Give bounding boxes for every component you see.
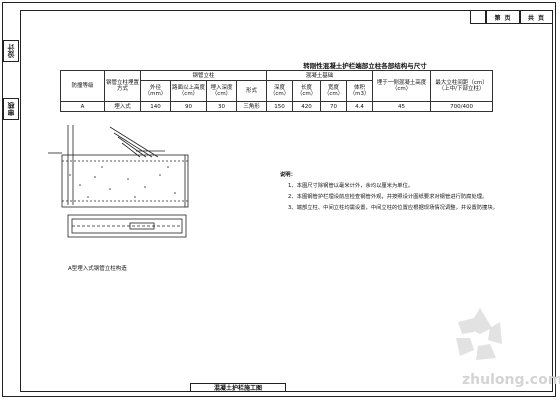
header-concrete-base: 混凝土基础 — [266, 70, 374, 81]
cell-embed-depth: 30 — [206, 101, 237, 112]
page-total-cell: 共 页 — [520, 10, 553, 24]
watermark-text: zhulong.com — [462, 372, 560, 388]
subheader-form: 形式 — [235, 80, 268, 102]
header-concrete-height: 埋于一侧混凝土高度（cm） — [372, 70, 432, 102]
cell-embed-method: 埋入式 — [104, 101, 141, 112]
table-header-row-1: 防撞等级 钢管立柱埋置方式 钢管立柱 混凝土基础 埋于一侧混凝土高度（cm） 最… — [60, 70, 494, 102]
cell-depth: 150 — [266, 101, 294, 112]
notes-block: 说明： 1、本图尺寸除钢管以毫米计外，余均以厘米为单位。 2、本图钢管护栏埋设前… — [280, 170, 520, 214]
table-header-row-2: 外径（mm） 路面以上高度（cm） 埋入深度（cm） 形式 深度（cm） 长度（… — [61, 80, 493, 102]
cell-max-spacing: 700/400 — [430, 101, 494, 112]
cell-level: A — [60, 101, 105, 112]
cell-volume: 4.4 — [346, 101, 374, 112]
cell-width: 70 — [320, 101, 348, 112]
cell-length: 420 — [292, 101, 322, 112]
subheader-width: 宽度（cm） — [320, 80, 348, 102]
note-item: 2、本图钢管护栏埋设前应检查钢管外观，并按照设计图纸要求对钢管进行防腐处理。 — [288, 194, 488, 200]
cell-height-above-road: 90 — [170, 101, 207, 112]
drawing-caption: A型埋入式钢管立柱构造 — [68, 266, 127, 272]
column-construction-drawing — [48, 125, 189, 238]
cell-outer-diameter: 140 — [140, 101, 171, 112]
header-embed-method: 钢管立柱埋置方式 — [104, 70, 141, 102]
dimension-table: 防撞等级 钢管立柱埋置方式 钢管立柱 混凝土基础 埋于一侧混凝土高度（cm） 最… — [60, 70, 494, 112]
notes-heading: 说明： — [280, 172, 296, 178]
page-number-cell: 第 页 — [486, 10, 520, 24]
note-item: 1、本图尺寸除钢管以毫米计外，余均以厘米为单位。 — [288, 183, 414, 189]
subheader-depth: 深度（cm） — [266, 80, 294, 102]
subheader-outer-diameter: 外径（mm） — [140, 80, 171, 102]
drawing-frame-outer — [2, 2, 556, 397]
subheader-height-above-road: 路面以上高度（cm） — [170, 80, 207, 102]
side-tab-review: 审核 — [3, 98, 19, 120]
drawing-title-block: 混凝土护栏施工图 — [190, 383, 286, 392]
header-steel-column: 钢管立柱 — [139, 70, 268, 81]
side-tab-design: 设计 — [3, 40, 19, 62]
subheader-length: 长度（cm） — [292, 80, 322, 102]
subheader-embed-depth: 埋入深度（cm） — [206, 80, 237, 102]
header-blank-cell — [470, 10, 486, 24]
watermark-logo-icon — [456, 308, 502, 360]
subheader-volume: 体积（m3） — [346, 80, 374, 102]
header-max-spacing: 最大立柱间距（cm）（上中/下部立柱） — [430, 70, 494, 102]
table-title: 转刚性混凝土护栏端部立柱各部结构与尺寸 — [303, 62, 427, 70]
cell-concrete-height: 45 — [372, 101, 432, 112]
header-level: 防撞等级 — [60, 70, 105, 102]
note-item: 3、端部立柱、中间立柱均需设置，中间立柱的位置应根据现场情况调整，并设置防撞块。 — [288, 205, 498, 211]
drawing-frame-inner — [20, 10, 553, 392]
cell-form: 三角形 — [235, 101, 268, 112]
table-row: A 埋入式 140 90 30 三角形 150 420 70 4.4 45 70… — [60, 101, 494, 112]
